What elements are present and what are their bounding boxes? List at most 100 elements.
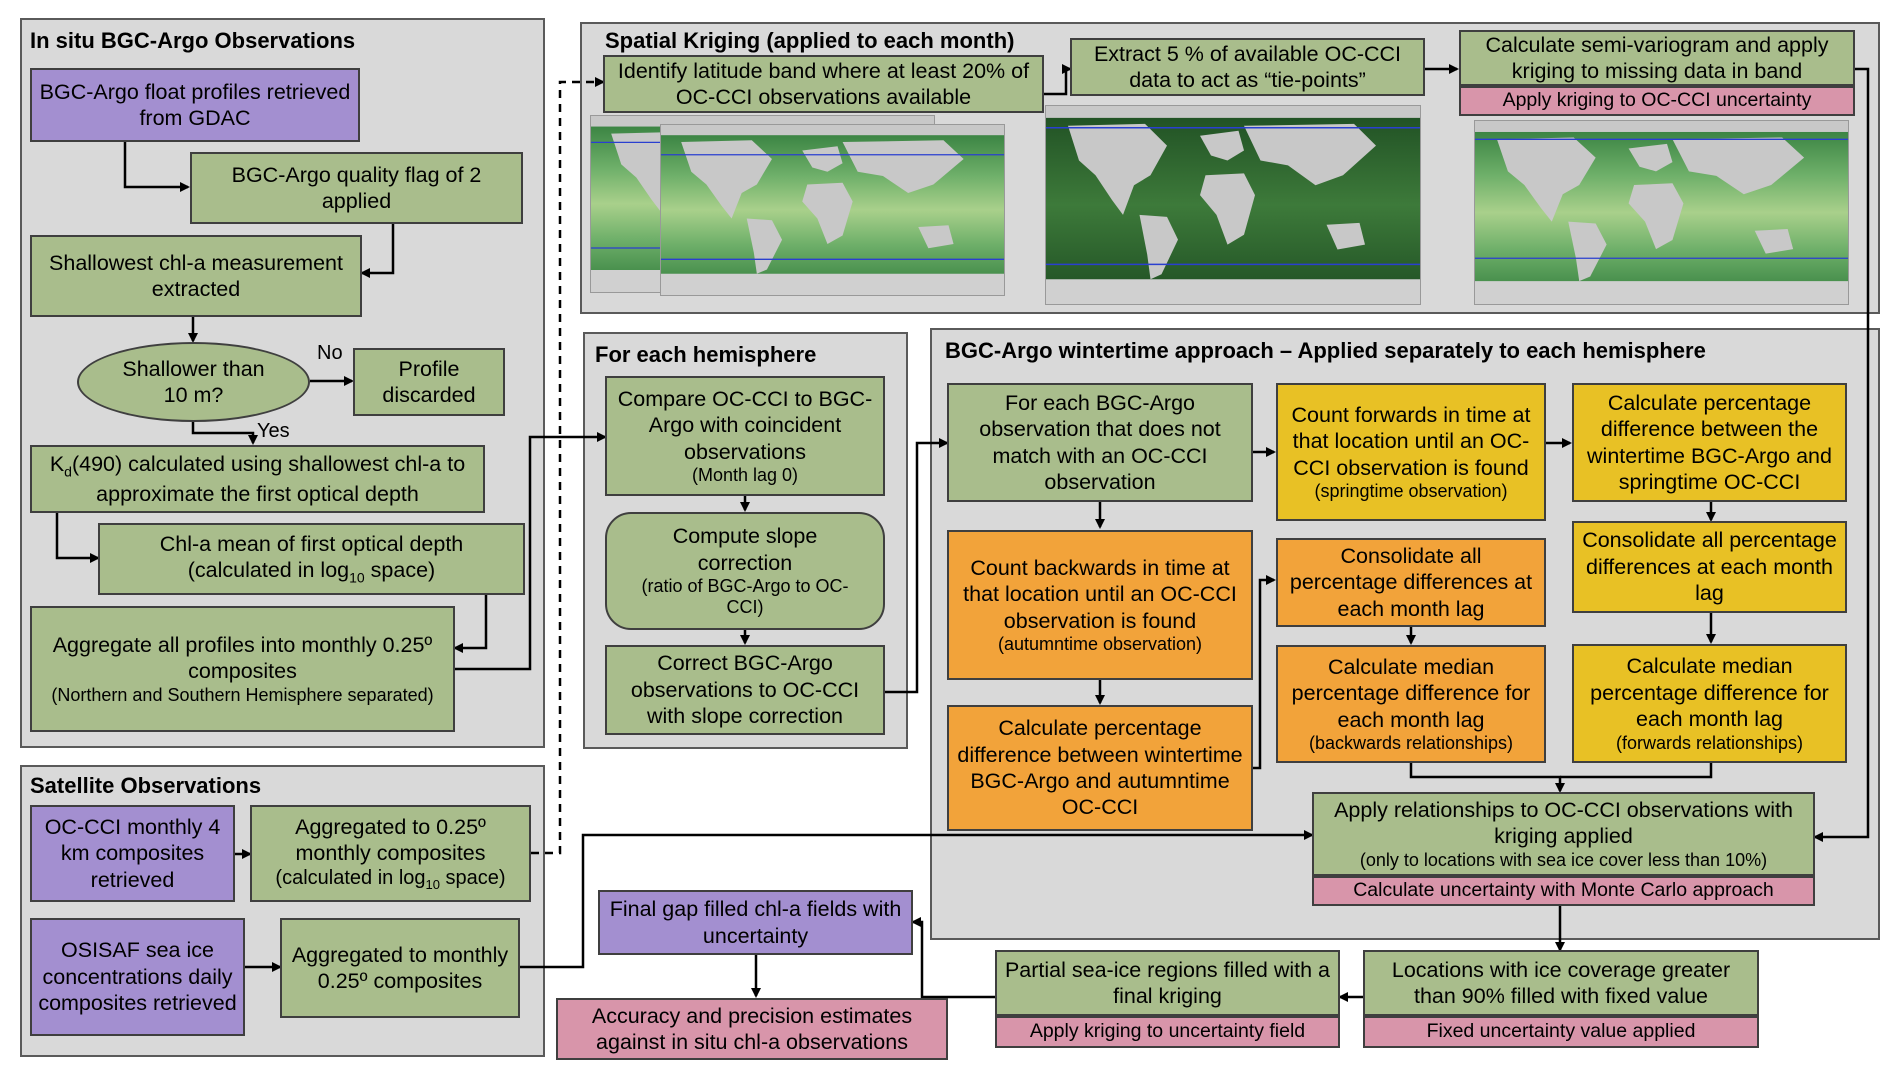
- backwards-box: Count backwards in time at that location…: [947, 530, 1253, 680]
- locations-box: Locations with ice coverage greater than…: [1363, 950, 1759, 1016]
- agg-occci-post: space): [439, 867, 506, 890]
- compare-box: Compare OC-CCI to BGC-Argo with coincide…: [605, 376, 885, 496]
- foreach-box: For each BGC-Argo observation that does …: [947, 383, 1253, 502]
- final-text: Final gap filled chl-a fields with uncer…: [609, 897, 902, 948]
- backwards-small: (autumntime observation): [997, 634, 1203, 655]
- arrow-aggregate-hemisphere: [455, 432, 607, 671]
- arrow-decision-kd: [191, 422, 258, 445]
- apply-text: Apply relationships to OC-CCI observatio…: [1334, 797, 1793, 849]
- extract-box: Extract 5 % of available OC-CCI data to …: [1070, 38, 1425, 96]
- partial-uncertainty-box: Apply kriging to uncertainty field: [995, 1016, 1340, 1048]
- agg-occci-subscript: 10: [425, 877, 440, 893]
- arrow-mean-aggregate: [453, 595, 488, 653]
- spring-diff-box: Calculate percentage difference between …: [1572, 383, 1847, 502]
- compare-text: Compare OC-CCI to BGC-Argo with coincide…: [617, 386, 873, 464]
- partial-text: Partial sea-ice regions filled with a fi…: [1004, 957, 1331, 1008]
- calculate-text: Calculate semi-variogram and apply krigi…: [1485, 32, 1829, 83]
- aggregate-text: Aggregate all profiles into monthly 0.25…: [52, 632, 433, 684]
- autumn-diff-box: Calculate percentage difference between …: [947, 705, 1253, 831]
- kd-post: (490) calculated using shallowest chl-a …: [71, 452, 466, 506]
- agg-occci-sub: (calculated in log10 space): [275, 866, 505, 893]
- kriging-uncertainty-box: Apply kriging to OC-CCI uncertainty: [1459, 86, 1855, 116]
- median-back-text: Calculate median percentage difference f…: [1291, 654, 1531, 732]
- arrow-autumndiff-consolidate: [1253, 575, 1276, 770]
- aggregate-box: Aggregate all profiles into monthly 0.25…: [30, 606, 455, 732]
- arrow-osisaf-apply: [520, 830, 1314, 969]
- kd-box: Kd(490) calculated using shallowest chl-…: [30, 445, 485, 513]
- gdac-text: BGC-Argo float profiles retrieved from G…: [39, 79, 351, 130]
- mean-line2: (calculated in log10 space): [188, 557, 435, 587]
- agg-occci-box: Aggregated to 0.25º monthly composites (…: [250, 805, 531, 902]
- extract-text: Extract 5 % of available OC-CCI data to …: [1093, 41, 1402, 92]
- slope-box: Compute slope correction (ratio of BGC-A…: [605, 512, 885, 630]
- arrow-median-fwd-apply: [1560, 763, 1713, 779]
- arrow-kd-mean: [55, 512, 100, 563]
- monte-carlo-box: Calculate uncertainty with Monte Carlo a…: [1312, 876, 1815, 906]
- identify-box: Identify latitude band where at least 20…: [603, 55, 1044, 113]
- correct-text: Correct BGC-Argo observations to OC-CCI …: [630, 651, 860, 729]
- mean-sub: 10: [349, 569, 365, 586]
- consolidate-back-box: Consolidate all percentage differences a…: [1276, 538, 1546, 627]
- panel-title-insitu: In situ BGC-Argo Observations: [30, 28, 356, 53]
- locations-text: Locations with ice coverage greater than…: [1391, 957, 1731, 1008]
- arrow-identify-extract: [1044, 64, 1072, 96]
- panel-title-wintertime: BGC-Argo wintertime approach – Applied s…: [945, 338, 1706, 363]
- calculate-box: Calculate semi-variogram and apply krigi…: [1459, 30, 1855, 86]
- apply-box: Apply relationships to OC-CCI observatio…: [1312, 792, 1815, 876]
- kd-text: Kd(490) calculated using shallowest chl-…: [38, 451, 477, 507]
- kriging-uncertainty-text: Apply kriging to OC-CCI uncertainty: [1502, 89, 1812, 112]
- map-kriged: [1474, 120, 1849, 305]
- discarded-box: Profile discarded: [353, 348, 505, 416]
- backwards-text: Count backwards in time at that location…: [963, 555, 1237, 633]
- agg-osisaf-box: Aggregated to monthly 0.25º composites: [280, 918, 520, 1018]
- quality-flag-box: BGC-Argo quality flag of 2 applied: [190, 152, 523, 224]
- shallowest-text: Shallowest chl-a measurement extracted: [49, 250, 343, 301]
- map-tie-points: [1045, 105, 1421, 305]
- arrow-partial-final: [911, 917, 995, 999]
- median-fwd-box: Calculate median percentage difference f…: [1572, 644, 1847, 763]
- partial-box: Partial sea-ice regions filled with a fi…: [995, 950, 1340, 1016]
- agg-osisaf-text: Aggregated to monthly 0.25º composites: [291, 942, 509, 993]
- accuracy-text: Accuracy and precision estimates against…: [591, 1003, 913, 1054]
- discarded-text: Profile discarded: [382, 356, 476, 407]
- final-box: Final gap filled chl-a fields with uncer…: [598, 890, 913, 955]
- consolidate-back-text: Consolidate all percentage differences a…: [1289, 543, 1533, 621]
- yes-label: Yes: [257, 420, 290, 442]
- consolidate-fwd-box: Consolidate all percentage differences a…: [1572, 521, 1847, 613]
- consolidate-fwd-text: Consolidate all percentage differences a…: [1582, 528, 1837, 606]
- median-fwd-text: Calculate median percentage difference f…: [1590, 654, 1829, 732]
- decision-ellipse: Shallower than 10 m?: [77, 342, 310, 422]
- median-fwd-small: (forwards relationships): [1615, 732, 1804, 753]
- mean-post: space): [364, 558, 436, 583]
- forwards-box: Count forwards in time at that location …: [1276, 383, 1546, 521]
- mean-pre: (calculated in log: [187, 558, 350, 583]
- osisaf-text: OSISAF sea ice concentrations daily comp…: [38, 938, 237, 1016]
- median-back-small: (backwards relationships): [1308, 733, 1514, 754]
- partial-uncertainty-text: Apply kriging to uncertainty field: [1029, 1020, 1306, 1042]
- panel-title-hemisphere: For each hemisphere: [595, 342, 817, 367]
- arrow-gdac-flag: [123, 140, 190, 192]
- monte-carlo-text: Calculate uncertainty with Monte Carlo a…: [1353, 879, 1774, 902]
- gdac-box: BGC-Argo float profiles retrieved from G…: [30, 68, 360, 142]
- forwards-small: (springtime observation): [1314, 481, 1508, 502]
- osisaf-box: OSISAF sea ice concentrations daily comp…: [30, 918, 245, 1036]
- no-label: No: [317, 342, 343, 364]
- agg-occci-pre: (calculated in log: [275, 867, 426, 890]
- spring-diff-text: Calculate percentage difference between …: [1587, 390, 1832, 494]
- shallowest-box: Shallowest chl-a measurement extracted: [30, 235, 362, 317]
- kd-pre: K: [49, 452, 65, 477]
- aggregate-small: (Northern and Southern Hemisphere separa…: [51, 684, 434, 705]
- map-occci-front: [660, 124, 1005, 296]
- quality-flag-text: BGC-Argo quality flag of 2 applied: [231, 162, 482, 213]
- panel-title-satellite: Satellite Observations: [30, 773, 262, 798]
- occci-text: OC-CCI monthly 4 km composites retrieved: [44, 814, 221, 892]
- slope-small: (ratio of BGC-Argo to OC-CCI): [641, 576, 849, 618]
- foreach-text: For each BGC-Argo observation that does …: [979, 390, 1221, 494]
- arrow-median-back-apply: [1409, 763, 1565, 793]
- autumn-diff-text: Calculate percentage difference between …: [957, 716, 1243, 820]
- fixed-uncertainty-box: Fixed uncertainty value applied: [1363, 1016, 1759, 1048]
- arrow-flag-shallowest: [360, 222, 395, 278]
- arrow-dashed-kriging: [531, 77, 605, 855]
- slope-text: Compute slope correction: [672, 524, 818, 575]
